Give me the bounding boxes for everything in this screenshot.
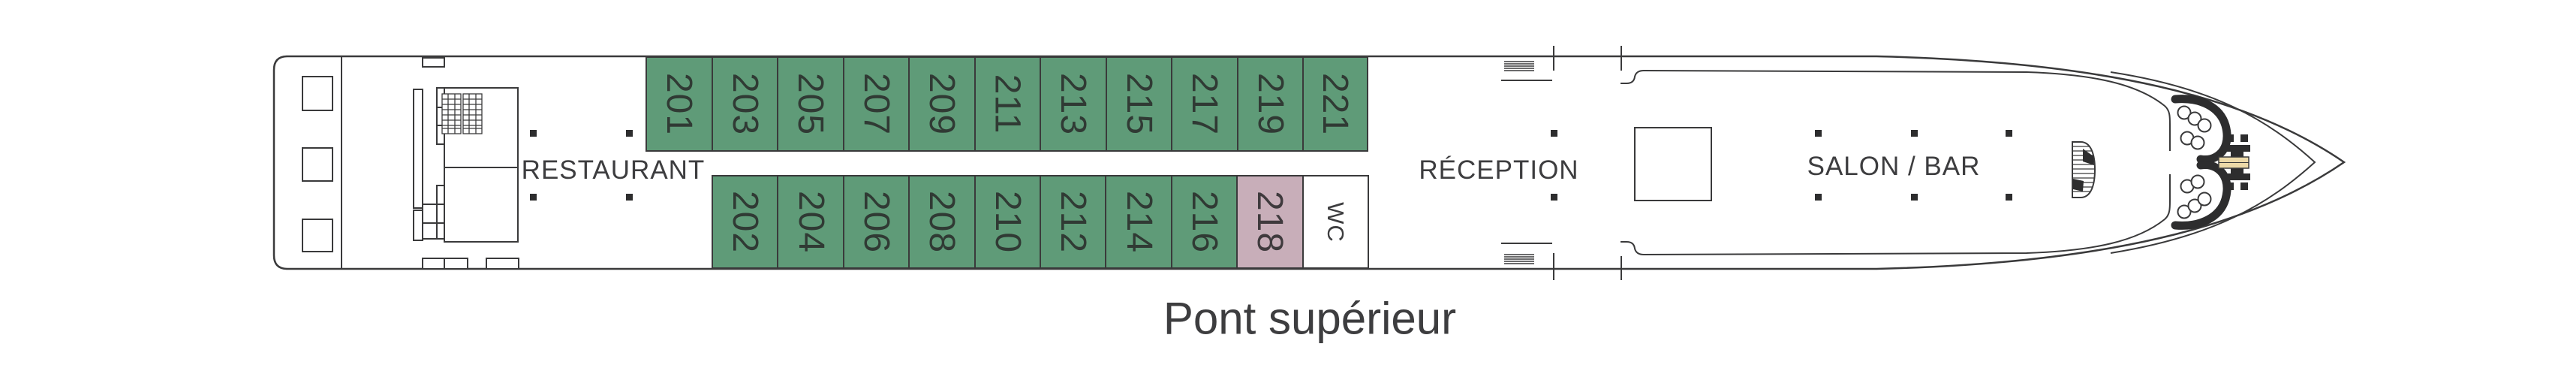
superstructure-wall-top <box>1621 69 2171 151</box>
window-icon <box>302 219 333 252</box>
cabin-210: 210 <box>974 175 1041 269</box>
wc-label: WC <box>1323 201 1350 243</box>
cabin-number: 204 <box>790 190 831 254</box>
stairs-icon <box>1501 61 1552 81</box>
cabin-number: 215 <box>1118 72 1159 136</box>
bow-bulwark-line <box>2110 71 2316 254</box>
cabin-number: 205 <box>790 72 831 136</box>
wc-room: WC <box>1302 175 1369 269</box>
cabin-214: 214 <box>1105 175 1172 269</box>
cabin-number: 210 <box>987 190 1028 254</box>
cabin-number: 212 <box>1053 190 1094 254</box>
cabin-number: 211 <box>987 74 1028 134</box>
door-icons <box>422 57 519 270</box>
cabin-217: 217 <box>1171 56 1238 152</box>
window-icons <box>302 76 333 252</box>
stairs-icon <box>462 93 483 134</box>
cabin-202: 202 <box>712 175 779 269</box>
pillar-dot-icon <box>1815 130 1822 137</box>
cabin-215: 215 <box>1105 56 1172 152</box>
pillar-dot-icon <box>530 194 537 201</box>
cabin-number: 213 <box>1053 72 1094 136</box>
window-icon <box>302 147 333 182</box>
chair-icons <box>2177 105 2212 219</box>
cabin-208: 208 <box>908 175 976 269</box>
pillar-dot-icon <box>2006 130 2012 137</box>
cabin-204: 204 <box>777 175 844 269</box>
door-icon <box>486 258 519 270</box>
cabin-number: 207 <box>856 72 896 136</box>
bulkhead-tick-icon <box>1553 46 1622 280</box>
cabin-number: 209 <box>922 72 962 136</box>
stairs-icon <box>1501 243 1552 264</box>
cabin-221: 221 <box>1302 56 1368 152</box>
spiral-staircase-icon <box>2072 141 2096 198</box>
pillar-dot-icon <box>1551 130 1557 137</box>
cabin-219: 219 <box>1236 56 1304 152</box>
cabin-number: 216 <box>1184 190 1224 254</box>
cabin-216: 216 <box>1170 175 1238 269</box>
elevator-shaft-icon <box>1634 127 1712 201</box>
cabin-number: 218 <box>1250 190 1290 254</box>
door-icon <box>422 57 445 68</box>
cabin-number: 221 <box>1315 72 1356 136</box>
cabin-number: 208 <box>922 190 962 254</box>
window-icon <box>302 76 333 111</box>
cabin-205: 205 <box>777 56 844 152</box>
cabin-209: 209 <box>908 56 976 152</box>
pillar-dot-icon <box>530 130 537 137</box>
cabin-number: 214 <box>1118 190 1159 254</box>
cabin-number: 219 <box>1250 72 1290 136</box>
superstructure-wall-bottom <box>1621 174 2171 256</box>
cabin-203: 203 <box>711 56 778 152</box>
capstan-icon <box>2218 134 2250 190</box>
cabin-212: 212 <box>1040 175 1107 269</box>
cabin-number: 217 <box>1184 72 1225 136</box>
cabin-201: 201 <box>646 56 713 152</box>
restaurant-label: RESTAURANT <box>521 155 706 185</box>
cabin-207: 207 <box>842 56 910 152</box>
cabin-number: 202 <box>725 190 766 254</box>
cabin-number: 201 <box>659 72 700 136</box>
cabin-206: 206 <box>842 175 910 269</box>
galley-block-icon <box>413 87 519 243</box>
pillar-dot-icon <box>1815 194 1822 201</box>
stairs-icon <box>441 93 462 134</box>
pillar-dot-icon <box>1911 130 1918 137</box>
cabin-218: 218 <box>1236 175 1304 269</box>
cabin-number: 203 <box>724 72 765 136</box>
pillar-dot-icon <box>1911 194 1918 201</box>
cabin-211: 211 <box>974 56 1041 152</box>
reception-label: RÉCEPTION <box>1419 155 1579 185</box>
salon-bar-label: SALON / BAR <box>1807 152 1981 181</box>
pillar-dot-icon <box>2006 194 2012 201</box>
pillar-dot-icons <box>530 130 2012 201</box>
cabin-213: 213 <box>1040 56 1107 152</box>
cabin-number: 206 <box>856 190 896 254</box>
pillar-dot-icon <box>1551 194 1557 201</box>
pillar-dot-icon <box>626 194 633 201</box>
deck-title: Pont supérieur <box>1163 293 1457 344</box>
pillar-dot-icon <box>626 130 633 137</box>
